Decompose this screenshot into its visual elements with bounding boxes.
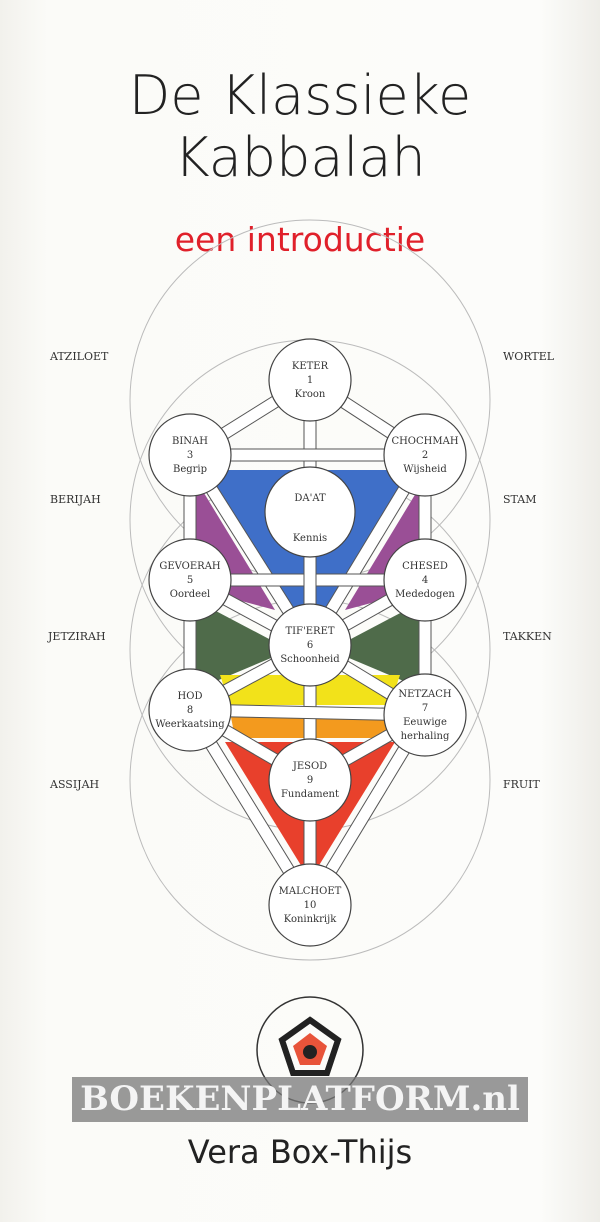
- sephira-binah: [148, 413, 232, 497]
- sephira-gevoerah: [148, 538, 232, 622]
- world-label-right: TAKKEN: [503, 630, 552, 643]
- zone-green: [330, 600, 425, 690]
- title-line-1: De Klassieke: [128, 64, 472, 127]
- sephira-label: 5: [187, 575, 193, 586]
- sephira-chesed: [383, 538, 467, 622]
- watermark: BOEKENPLATFORM.nl: [72, 1077, 528, 1122]
- sephira-label: 10: [304, 900, 317, 911]
- sephira-label: 6: [307, 640, 313, 651]
- world-label-left: ATZILOET: [50, 350, 109, 363]
- sephira-label: CHESED: [402, 561, 448, 572]
- sephira-label: Begrip: [173, 464, 207, 475]
- world-label-right: WORTEL: [503, 350, 555, 363]
- sephira-netzach: [383, 673, 467, 757]
- sephira-label: DA'AT: [294, 493, 326, 504]
- world-label-left: ASSIJAH: [50, 778, 100, 791]
- sephira-label: Mededogen: [395, 589, 455, 600]
- sephira-label: 3: [187, 450, 193, 461]
- sephira-label: Wijsheid: [403, 464, 447, 475]
- sephira-label: 2: [422, 450, 428, 461]
- sephira-jesod: [268, 738, 352, 822]
- sephira-hod: [148, 668, 232, 752]
- sephira-label: 8: [187, 705, 193, 716]
- sephira-label: 7: [422, 703, 428, 714]
- sephira-label: TIF'ERET: [285, 626, 334, 637]
- sephira-label: NETZACH: [398, 689, 452, 700]
- sephira-label: Oordeel: [170, 589, 210, 600]
- sephira-label: herhaling: [401, 731, 450, 742]
- title-line-2: Kabbalah: [174, 126, 426, 189]
- sephira-label: MALCHOET: [279, 886, 342, 897]
- sephira-label: Fundament: [281, 789, 339, 800]
- sephira-label: KETER: [292, 361, 329, 372]
- sephira-label: JESOD: [292, 761, 327, 772]
- world-label-left: JETZIRAH: [48, 630, 106, 643]
- sephira-tiferet: [268, 603, 352, 687]
- sephira-malchoet: [268, 863, 352, 947]
- sephira-label: HOD: [178, 691, 203, 702]
- sephira-chochmah: [383, 413, 467, 497]
- world-label-right: STAM: [503, 493, 537, 506]
- sephira-daat: [264, 466, 356, 558]
- sephira-label: Kennis: [293, 533, 327, 544]
- sephira-label: Weerkaatsing: [155, 719, 225, 730]
- world-label-left: BERIJAH: [50, 493, 101, 506]
- world-label-right: FRUIT: [503, 778, 540, 791]
- sephira-label: CHOCHMAH: [391, 436, 458, 447]
- zone-green: [195, 600, 290, 690]
- sephira-label: GEVOERAH: [159, 561, 221, 572]
- sephira-label: 1: [307, 375, 313, 386]
- sephira-keter: [268, 338, 352, 422]
- sephira-label: Eeuwige: [403, 717, 447, 728]
- sephira-label: Schoonheid: [280, 654, 340, 665]
- subtitle: een introductie: [174, 220, 426, 259]
- sephira-label: Koninkrijk: [284, 914, 337, 925]
- sephira-label: Kroon: [295, 389, 326, 400]
- sephira-label: 9: [307, 775, 313, 786]
- author-name: Vera Box-Thijs: [187, 1133, 413, 1171]
- sephira-label: BINAH: [172, 436, 208, 447]
- sephira-label: 4: [422, 575, 428, 586]
